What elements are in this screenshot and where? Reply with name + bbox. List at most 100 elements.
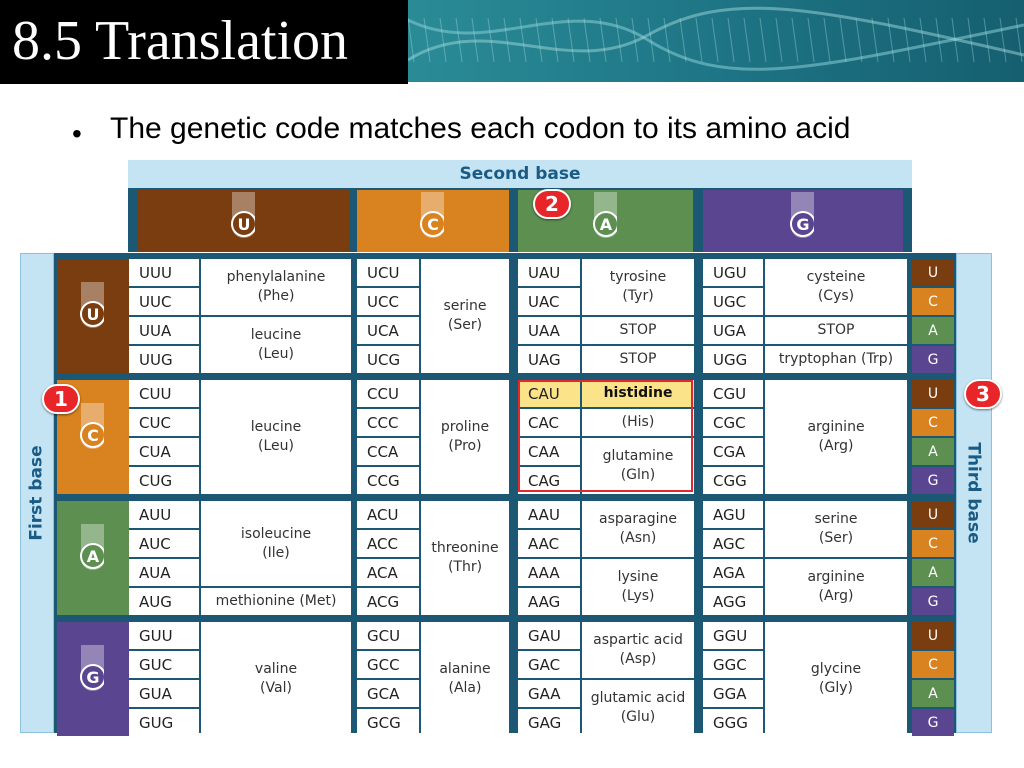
amino-acid-text: tyrosine(Tyr) bbox=[610, 268, 666, 306]
amino-acid-text: STOP bbox=[620, 350, 657, 369]
amino-acid-abbreviation: (Leu) bbox=[258, 346, 294, 362]
amino-acid-name: leucine bbox=[250, 419, 302, 435]
amino-acid-text: leucine(Leu) bbox=[251, 326, 301, 364]
second-base-badge-A-letter: A bbox=[599, 215, 612, 234]
first-base-badge-U: U bbox=[80, 282, 104, 328]
third-base-text: Third base bbox=[964, 442, 985, 544]
amino-acid-cell: alanine(Ala) bbox=[421, 622, 509, 736]
amino-acid-abbreviation: (Glu) bbox=[620, 709, 656, 725]
amino-acid-cell: isoleucine(Ile) bbox=[201, 501, 351, 586]
amino-acid-cell: glutamic acid (Glu) bbox=[582, 680, 694, 736]
codon-cell: UGU bbox=[703, 259, 763, 286]
codon-cell: UUC bbox=[129, 288, 199, 315]
codon-cell: CCG bbox=[357, 467, 419, 494]
amino-acid-cell: methionine (Met) bbox=[201, 588, 351, 615]
amino-acid-name: glutamic acid bbox=[590, 690, 686, 706]
third-base-cell-A: A bbox=[912, 559, 954, 586]
codon-cell: CAG bbox=[518, 467, 580, 494]
codon-cell: AAC bbox=[518, 530, 580, 557]
amino-acid-abbreviation: (Asn) bbox=[619, 530, 657, 546]
marker-1: 1 bbox=[42, 384, 80, 414]
codon-cell: ACC bbox=[357, 530, 419, 557]
amino-acid-text: alanine(Ala) bbox=[439, 660, 490, 698]
amino-acid-text: tryptophan (Trp) bbox=[779, 350, 893, 369]
amino-acid-name: (His) bbox=[621, 414, 655, 430]
amino-acid-text: STOP bbox=[620, 321, 657, 340]
amino-acid-abbreviation: (Tyr) bbox=[622, 288, 654, 304]
amino-acid-abbreviation: (Pro) bbox=[448, 438, 482, 454]
first-base-text: First base bbox=[27, 445, 47, 541]
amino-acid-cell: STOP bbox=[582, 317, 694, 344]
amino-acid-cell: arginine(Arg) bbox=[765, 380, 907, 494]
codon-cell: GCU bbox=[357, 622, 419, 649]
amino-acid-cell: STOP bbox=[582, 346, 694, 373]
codon-cell: UAG bbox=[518, 346, 580, 373]
amino-acid-cell: STOP bbox=[765, 317, 907, 344]
third-base-cell-C: C bbox=[912, 530, 954, 557]
third-base-cell-A: A bbox=[912, 317, 954, 344]
codon-cell: AGG bbox=[703, 588, 763, 615]
codon-cell: AUU bbox=[129, 501, 199, 528]
codon-cell: AGC bbox=[703, 530, 763, 557]
codon-cell: UAU bbox=[518, 259, 580, 286]
second-base-badge-G: G bbox=[790, 192, 814, 238]
codon-cell: GAU bbox=[518, 622, 580, 649]
codon-cell: UUU bbox=[129, 259, 199, 286]
amino-acid-text: threonine(Thr) bbox=[431, 539, 498, 577]
codon-cell: GAA bbox=[518, 680, 580, 707]
amino-acid-text: (His) bbox=[622, 413, 655, 432]
codon-cell: GCA bbox=[357, 680, 419, 707]
codon-cell: UGC bbox=[703, 288, 763, 315]
amino-acid-name: tryptophan (Trp) bbox=[778, 351, 894, 367]
codon-cell: UUG bbox=[129, 346, 199, 373]
codon-cell: GGC bbox=[703, 651, 763, 678]
first-base-badge-U-letter: U bbox=[87, 305, 100, 324]
amino-acid-name: cysteine bbox=[806, 269, 866, 285]
first-base-badge-C-letter: C bbox=[87, 426, 99, 445]
amino-acid-abbreviation: (Ser) bbox=[447, 317, 483, 333]
bullet-marker: • bbox=[72, 118, 82, 149]
codon-cell: AAG bbox=[518, 588, 580, 615]
amino-acid-abbreviation: (Gln) bbox=[620, 467, 656, 483]
second-base-bar bbox=[128, 160, 912, 188]
amino-acid-name: lysine bbox=[617, 569, 659, 585]
amino-acid-name: asparagine bbox=[599, 511, 677, 527]
amino-acid-text: serine(Ser) bbox=[814, 510, 857, 548]
amino-acid-name: glutamine bbox=[602, 448, 674, 464]
third-base-cell-G: G bbox=[912, 346, 954, 373]
amino-acid-cell: leucine(Leu) bbox=[201, 317, 351, 373]
amino-acid-text: aspartic acid(Asp) bbox=[593, 631, 683, 669]
amino-acid-abbreviation: (Thr) bbox=[447, 559, 483, 575]
dna-decoration bbox=[408, 6, 1024, 71]
amino-acid-text: methionine (Met) bbox=[216, 592, 337, 611]
third-base-cell-A: A bbox=[912, 438, 954, 465]
codon-cell: AUC bbox=[129, 530, 199, 557]
codon-cell: CCU bbox=[357, 380, 419, 407]
codon-cell: CAC bbox=[518, 409, 580, 436]
amino-acid-text: serine(Ser) bbox=[443, 297, 486, 335]
codon-cell: AAA bbox=[518, 559, 580, 586]
amino-acid-abbreviation: (Cys) bbox=[817, 288, 855, 304]
codon-cell: AGA bbox=[703, 559, 763, 586]
codon-cell: AUA bbox=[129, 559, 199, 586]
amino-acid-abbreviation: (Arg) bbox=[818, 438, 854, 454]
codon-cell: GGA bbox=[703, 680, 763, 707]
amino-acid-name: STOP bbox=[817, 322, 855, 338]
first-base-label: First base bbox=[22, 253, 52, 733]
amino-acid-abbreviation: (Val) bbox=[260, 680, 292, 696]
first-base-badge-A-letter: A bbox=[87, 547, 100, 566]
amino-acid-name: glycine bbox=[810, 661, 862, 677]
codon-cell: ACU bbox=[357, 501, 419, 528]
codon-cell: AUG bbox=[129, 588, 199, 615]
bullet-text: The genetic code matches each codon to i… bbox=[110, 112, 851, 145]
amino-acid-text: lysine(Lys) bbox=[618, 568, 659, 606]
codon-cell: CUC bbox=[129, 409, 199, 436]
amino-acid-name: STOP bbox=[619, 322, 657, 338]
amino-acid-name: histidine bbox=[603, 385, 673, 401]
codon-cell: AAU bbox=[518, 501, 580, 528]
amino-acid-cell: threonine(Thr) bbox=[421, 501, 509, 615]
amino-acid-text: glutamic acid (Glu) bbox=[591, 689, 685, 727]
second-base-badge-G-letter: G bbox=[796, 215, 809, 234]
amino-acid-cell: serine(Ser) bbox=[421, 259, 509, 373]
amino-acid-cell: lysine(Lys) bbox=[582, 559, 694, 615]
